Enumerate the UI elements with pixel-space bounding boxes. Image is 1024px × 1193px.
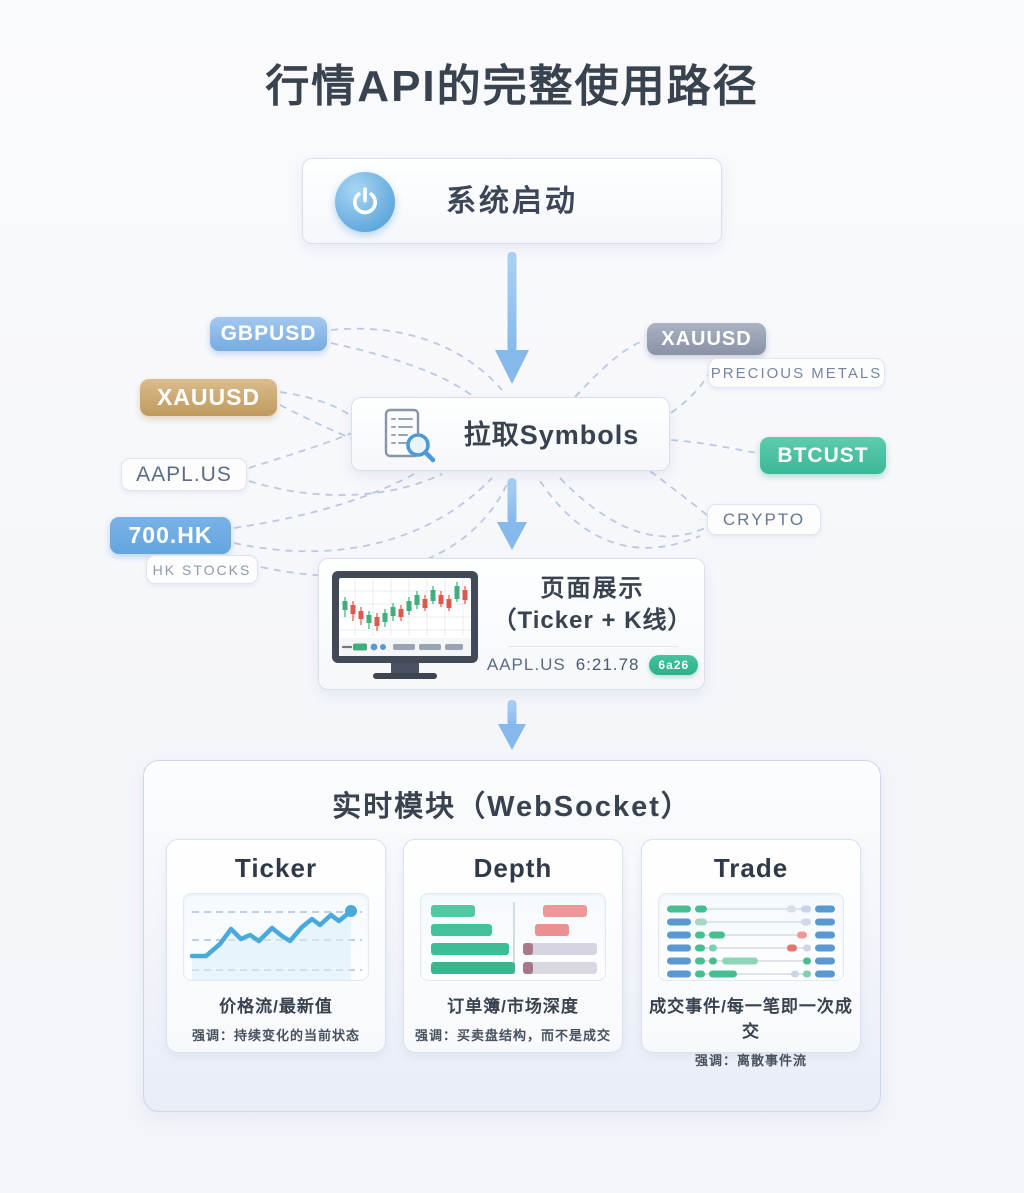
card-ticker: Ticker 价格流/最新值 强调：持续变化的当前状态 (166, 839, 386, 1053)
card-label: 订单簿/市场深度 (447, 997, 579, 1016)
tag-hk-stocks: HK STOCKS (146, 555, 258, 584)
flow-box-start: 系统启动 (302, 158, 722, 244)
tag-label: HK STOCKS (152, 561, 252, 578)
power-icon (335, 172, 395, 232)
card-title: Trade (713, 853, 789, 883)
card-depth: Depth (403, 839, 623, 1053)
card-label: 成交事件/每一笔即一次成交 (649, 997, 853, 1041)
flow-box-pull-symbols: 拉取Symbols (351, 397, 670, 471)
line-chart-icon (183, 893, 369, 981)
card-title: Ticker (234, 853, 318, 883)
tag-aapl-us: AAPL.US (121, 458, 247, 491)
symbols-box-label: 拉取Symbols (463, 420, 640, 450)
tag-gbpusd: GBPUSD (210, 317, 327, 351)
tag-label: XAUUSD (156, 384, 261, 410)
change-badge: 6a26 (649, 655, 699, 675)
depth-bars-icon (420, 893, 606, 981)
tag-label: AAPL.US (136, 462, 232, 486)
realtime-section: 实时模块（WebSocket） Ticker 价格流/最新值 强调：持续变化的当… (143, 760, 881, 1112)
display-price: 6:21.78 (575, 655, 640, 674)
tag-btcust: BTCUST (760, 437, 886, 474)
tag-label: GBPUSD (220, 322, 317, 345)
tag-xauusd-right: XAUUSD (647, 323, 766, 355)
flow-box-page-display: 页面展示 （Ticker + K线） AAPL.US 6:21.78 6a26 (318, 558, 705, 690)
tag-700-hk: 700.HK (110, 517, 231, 554)
tag-label: CRYPTO (722, 509, 806, 529)
realtime-section-title: 实时模块（WebSocket） (332, 791, 692, 823)
monitor-candlestick-icon (327, 569, 483, 686)
tag-crypto: CRYPTO (707, 504, 821, 535)
card-note: 强调：持续变化的当前状态 (191, 1028, 360, 1043)
display-box-title: 页面展示 (540, 575, 645, 602)
card-note: 强调：离散事件流 (694, 1053, 807, 1068)
tag-xauusd-left: XAUUSD (140, 379, 277, 416)
card-label: 价格流/最新值 (219, 997, 333, 1016)
card-trade: Trade (641, 839, 861, 1068)
tag-label: XAUUSD (661, 327, 752, 350)
tag-precious-metals: PRECIOUS METALS (708, 358, 885, 388)
tag-label: BTCUST (777, 443, 869, 467)
card-title: Depth (473, 853, 553, 883)
page-title: 行情API的完整使用路径 (265, 62, 759, 111)
tag-label: PRECIOUS METALS (710, 364, 883, 382)
start-box-label: 系统启动 (446, 185, 578, 218)
document-search-icon (384, 408, 436, 463)
trade-rows-icon (658, 893, 844, 981)
tag-label: 700.HK (128, 522, 213, 548)
divider (507, 646, 678, 647)
card-note: 强调：买卖盘结构，而不是成交 (414, 1028, 611, 1043)
display-box-subtitle: （Ticker + K线） (492, 607, 693, 634)
display-symbol: AAPL.US (486, 655, 566, 674)
